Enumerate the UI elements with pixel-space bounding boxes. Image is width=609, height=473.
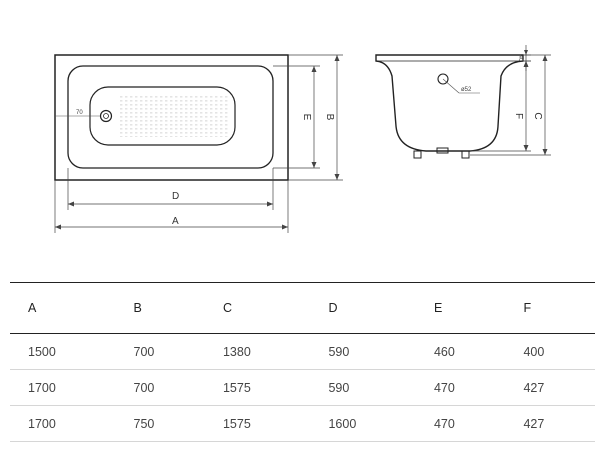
dimension-d-label: D (172, 191, 179, 202)
column-header-d: D (310, 282, 416, 334)
table-row: 1500 700 1380 590 460 400 (10, 333, 595, 370)
column-header-b: B (115, 282, 205, 334)
dimension-b-label: B (324, 114, 335, 121)
table-cell: 470 (415, 369, 506, 406)
table-cell: 1380 (204, 333, 311, 370)
table-cell: 470 (415, 405, 506, 442)
table-cell: 427 (505, 405, 595, 442)
table-cell: 750 (115, 405, 205, 442)
dimension-rim (523, 45, 531, 71)
dimension-f-label: F (513, 113, 524, 119)
table-cell: 700 (115, 369, 205, 406)
table-cell: 700 (115, 333, 205, 370)
drain-offset-label: 70 (76, 110, 83, 116)
table-cell: 1575 (204, 405, 311, 442)
dimension-rim-label: 40 (517, 55, 523, 62)
column-header-f: F (505, 282, 595, 334)
table-cell: 590 (310, 369, 416, 406)
table-cell: 1500 (10, 333, 116, 370)
side-view (375, 54, 524, 159)
tub-inner-basin (67, 65, 274, 169)
dimension-a (54, 180, 289, 233)
leg-right (461, 150, 470, 159)
bathtub-technical-drawing: 70 D A E B ø52 (54, 45, 551, 233)
column-header-e: E (415, 282, 506, 334)
table-row: 1700 750 1575 1600 470 427 (10, 405, 595, 442)
table-cell: 427 (505, 369, 595, 406)
tub-outer-rim (54, 54, 289, 181)
table-cell: 460 (415, 333, 506, 370)
dimension-c-label: C (532, 112, 543, 119)
dimension-b (288, 54, 343, 181)
dimension-d (67, 168, 274, 210)
drain-icon (99, 109, 113, 123)
dimension-e-label: E (301, 114, 312, 121)
anti-slip-pattern (118, 95, 228, 137)
overflow-icon (437, 73, 449, 85)
table-header-row: A B C D E F (10, 282, 595, 334)
table-cell: 1600 (310, 405, 416, 442)
dimension-f (470, 60, 531, 152)
leg-mid (436, 147, 449, 154)
tub-side-profile (375, 54, 524, 152)
column-header-a: A (10, 282, 116, 334)
overflow-leader (442, 78, 480, 94)
table-cell: 1700 (10, 405, 116, 442)
table-cell: 1700 (10, 369, 116, 406)
overflow-label: ø52 (461, 87, 472, 93)
dimensions-table: A B C D E F 1500 700 1380 590 460 400 17… (10, 282, 595, 442)
leg-left (413, 150, 422, 159)
dimension-c (470, 54, 551, 156)
table-cell: 590 (310, 333, 416, 370)
column-header-c: C (204, 282, 311, 334)
table-cell: 400 (505, 333, 595, 370)
table-row: 1700 700 1575 590 470 427 (10, 369, 595, 406)
table-cell: 1575 (204, 369, 311, 406)
top-view (54, 54, 289, 181)
dimension-a-label: A (172, 216, 179, 227)
dimension-e (273, 65, 320, 169)
